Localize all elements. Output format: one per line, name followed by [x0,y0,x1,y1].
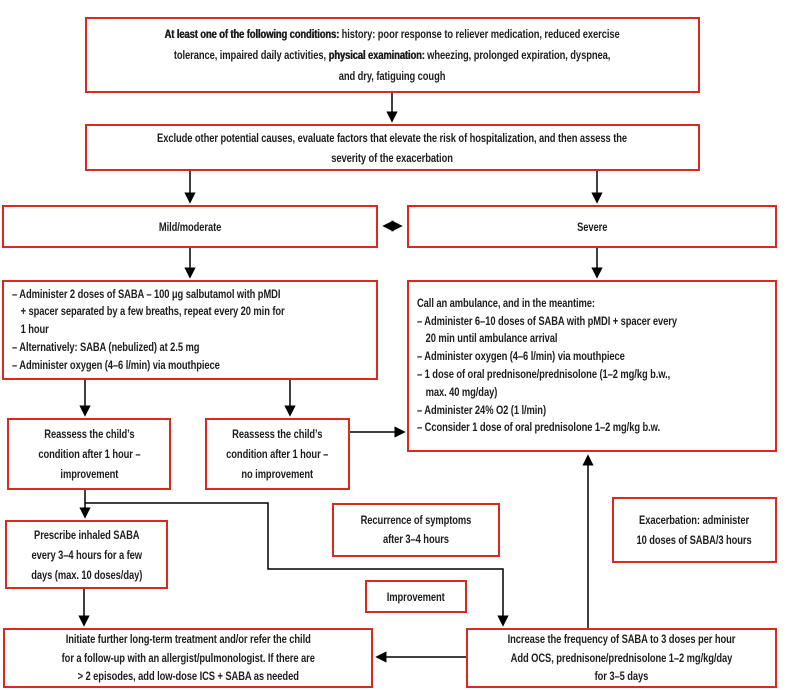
mild-moderate-label: Mild/moderate [158,219,222,234]
box-increase-saba-frequency: Increase the frequency of SABA to 3 dose… [466,628,777,688]
box-initiate-long-term-treatment: Initiate further long-term treatment and… [3,628,373,688]
box-entry-conditions: At least one of the following conditions… [85,17,700,93]
initiate-long-term-text: Initiate further long-term treatment and… [61,632,315,684]
box-mild-moderate: Mild/moderate [2,205,378,248]
mild-treatment-list: – Administer 2 doses of SABA – 100 μg sa… [12,286,285,372]
box-severe: Severe [407,205,777,248]
box-reassess-no-improvement: Reassess the child’s condition after 1 h… [205,418,350,490]
increase-saba-text: Increase the frequency of SABA to 3 dose… [507,632,736,684]
box-recurrence-of-symptoms: Recurrence of symptoms after 3–4 hours [332,503,500,557]
box-reassess-improvement: Reassess the child’s condition after 1 h… [7,418,171,490]
severe-label: Severe [576,219,608,234]
box-prescribe-saba: Prescribe inhaled SABA every 3–4 hours f… [5,520,168,589]
prescribe-saba-text: Prescribe inhaled SABA every 3–4 hours f… [30,527,143,582]
exacerbation-text: Exacerbation: administer 10 doses of SAB… [636,513,753,547]
box-exclude-causes: Exclude other potential causes, evaluate… [85,124,700,171]
exclude-causes-text: Exclude other potential causes, evaluate… [157,130,628,165]
box-improvement: Improvement [365,580,467,613]
box-exacerbation: Exacerbation: administer 10 doses of SAB… [612,497,777,563]
reassess-no-improvement-text: Reassess the child’s condition after 1 h… [226,427,329,481]
reassess-improvement-text: Reassess the child’s condition after 1 h… [37,427,141,481]
severe-treatment-list: Call an ambulance, and in the meantime:–… [417,295,677,435]
box-severe-treatment: Call an ambulance, and in the meantime:–… [407,280,777,452]
improvement-label: Improvement [387,589,445,604]
recurrence-text: Recurrence of symptoms after 3–4 hours [360,512,472,547]
entry-conditions-text: At least one of the following conditions… [164,26,621,83]
box-mild-treatment: – Administer 2 doses of SABA – 100 μg sa… [2,280,378,380]
